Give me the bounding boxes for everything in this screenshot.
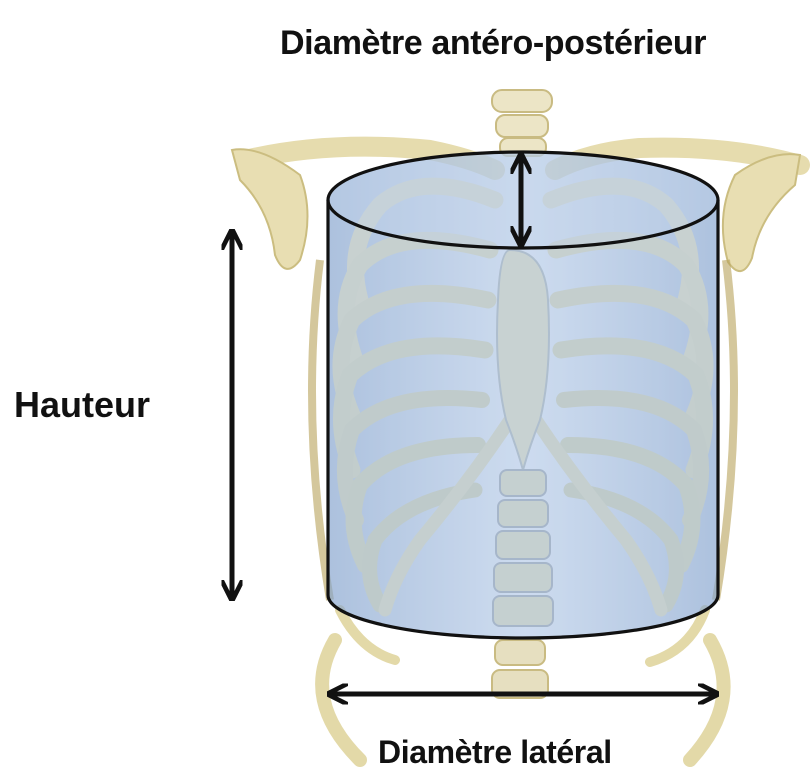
ap-diameter-label: Diamètre antéro-postérieur (280, 26, 706, 60)
lumbar-vertebra (495, 640, 545, 665)
lateral-diameter-label: Diamètre latéral (378, 736, 612, 768)
height-label: Hauteur (14, 387, 150, 423)
cervical-vertebra (492, 90, 552, 112)
pelvis-bone-left (322, 640, 360, 760)
pelvis-bone-right (690, 640, 724, 760)
scapula-left (232, 149, 308, 269)
cervical-vertebra (496, 115, 548, 137)
scapula-right (723, 154, 800, 271)
